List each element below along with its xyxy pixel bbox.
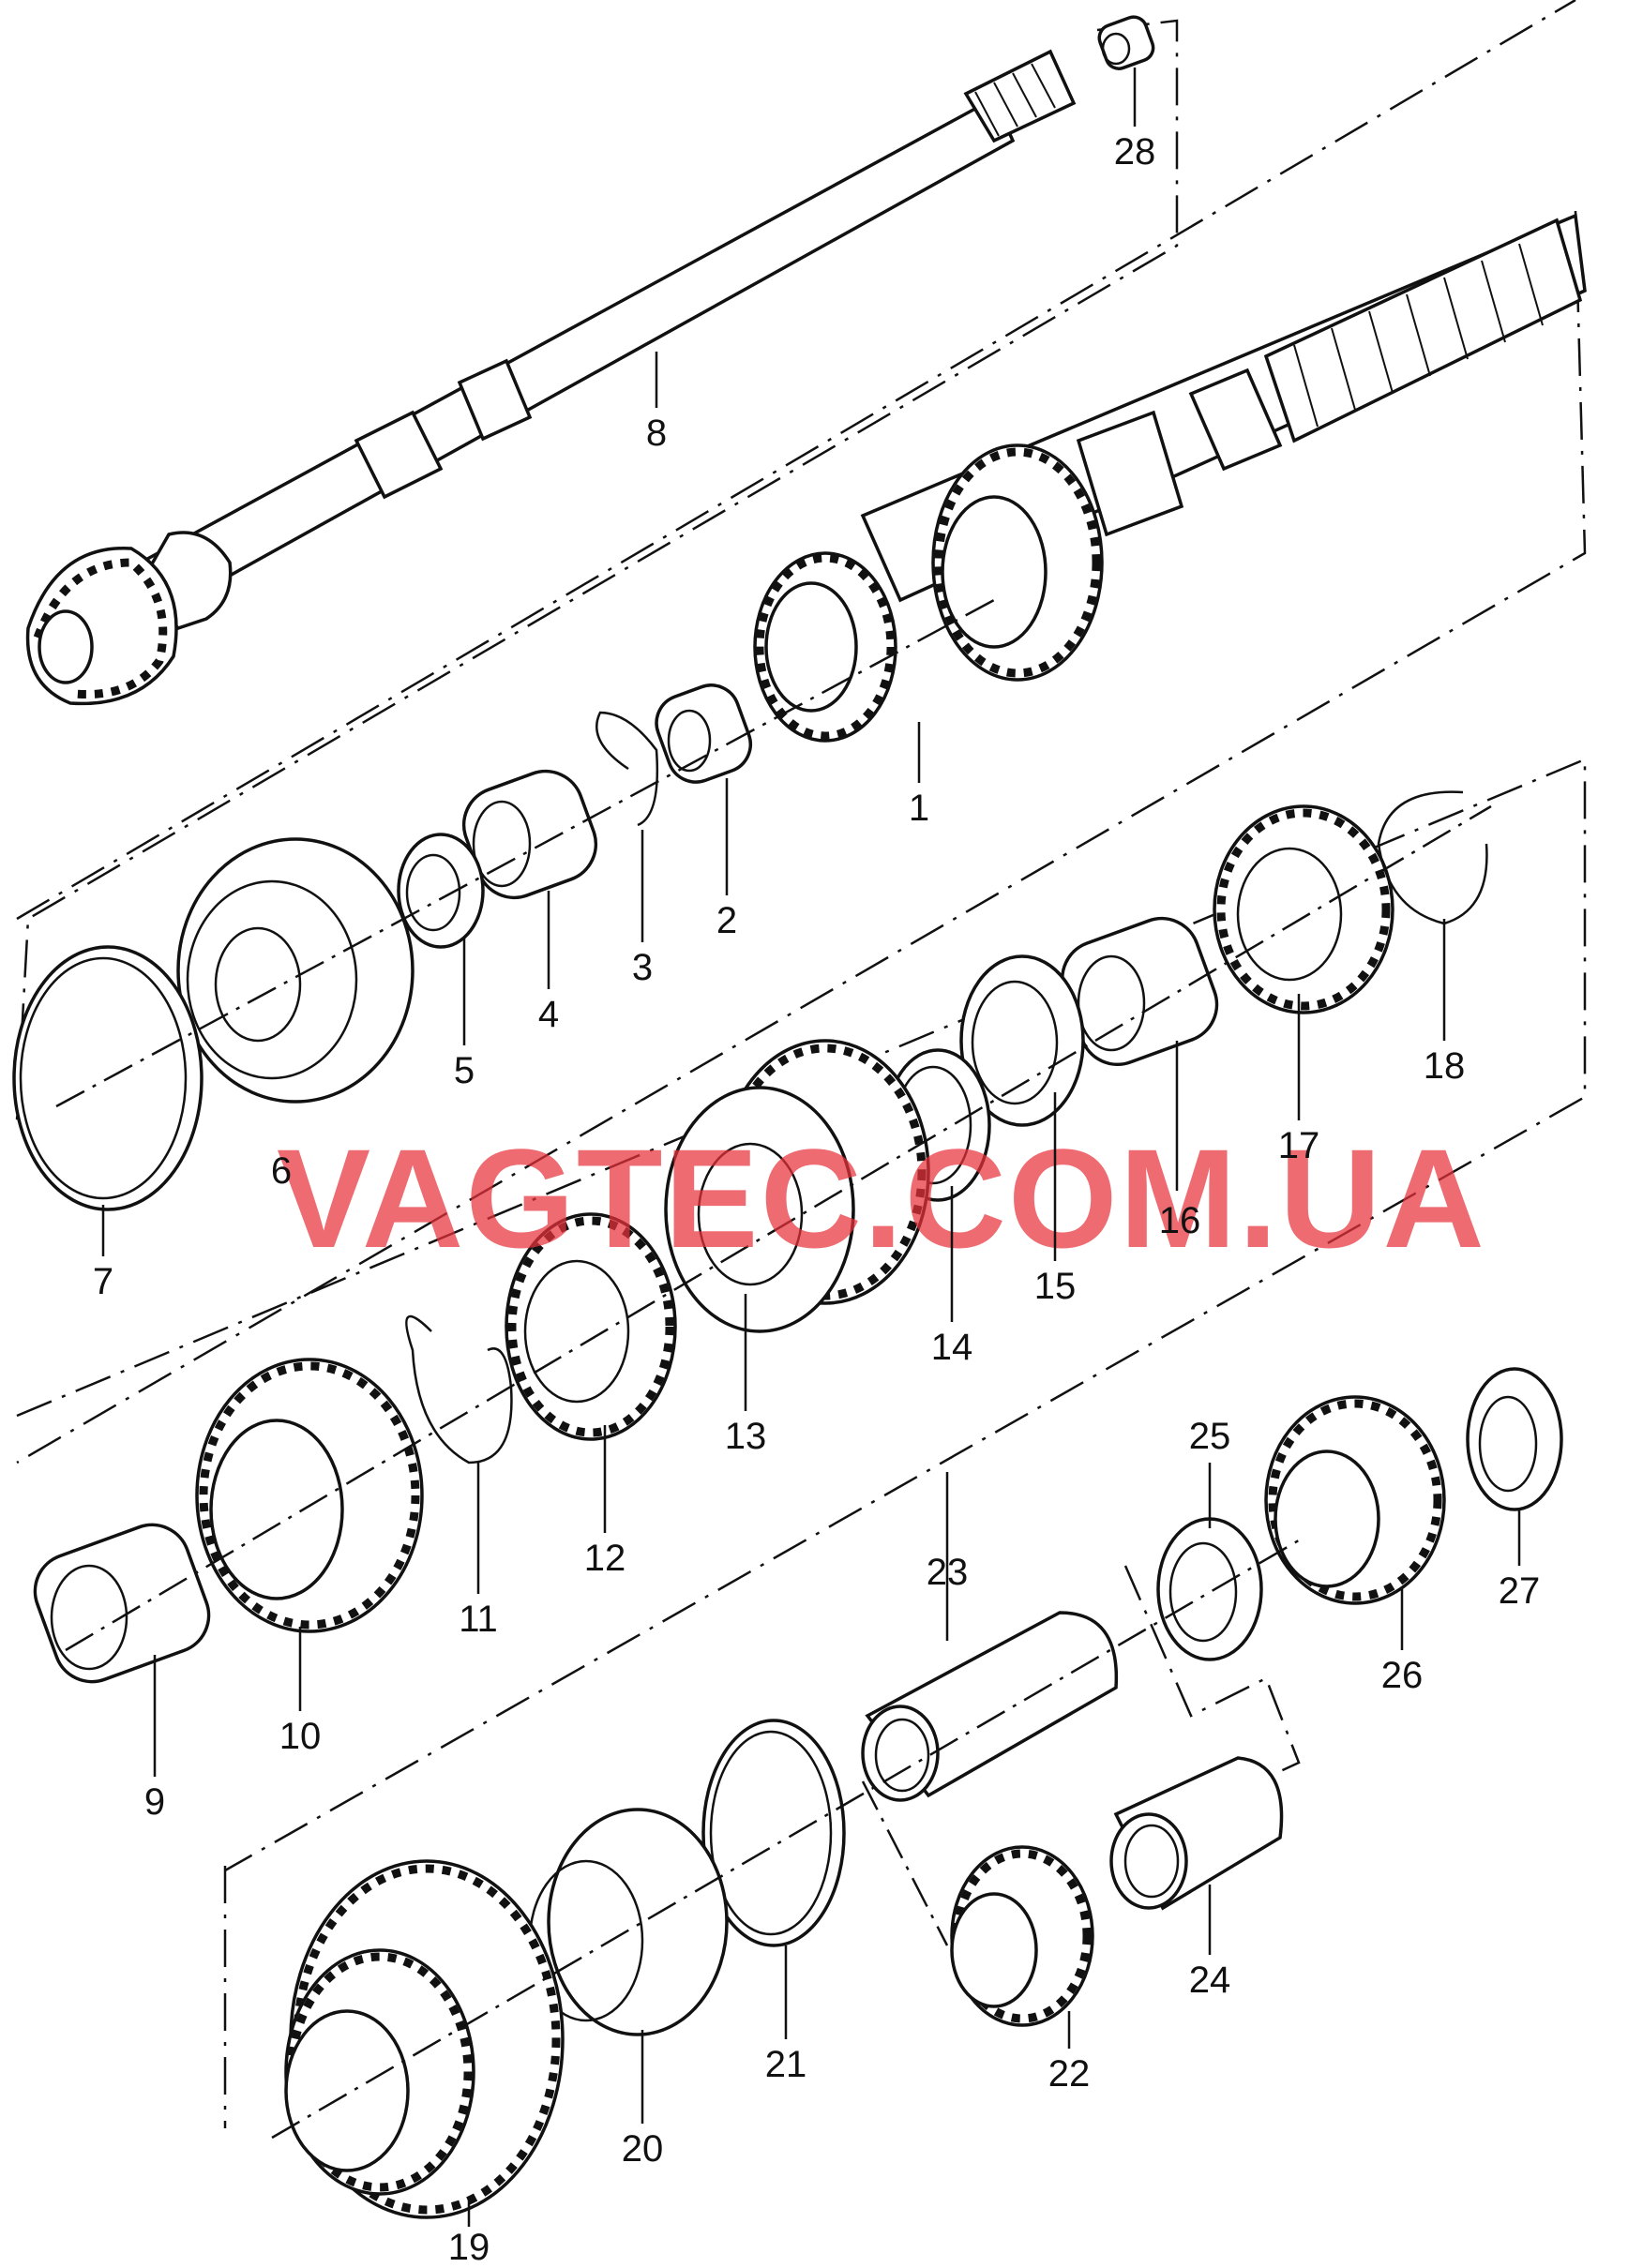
label-14: 14 <box>931 1327 973 1368</box>
label-7: 7 <box>93 1261 113 1302</box>
mainshaft-step <box>1076 410 1184 537</box>
label-16: 16 <box>1159 1200 1201 1241</box>
circlip-18 <box>1377 790 1488 925</box>
label-27: 27 <box>1499 1570 1541 1612</box>
label-12: 12 <box>584 1538 626 1579</box>
label-1: 1 <box>909 788 929 829</box>
bevel-pinion-face <box>38 609 94 684</box>
watermark-text: VAGTEC.COM.UA <box>277 1119 1486 1277</box>
label-3: 3 <box>632 947 653 988</box>
label-13: 13 <box>725 1416 767 1457</box>
label-5: 5 <box>454 1050 475 1091</box>
parts-middle-row <box>33 790 1492 1684</box>
pinion-shaft <box>25 15 1155 706</box>
label-8: 8 <box>646 413 667 454</box>
callout-labels: 1 2 3 4 5 6 7 8 9 10 11 12 13 14 15 16 1… <box>93 131 1541 2268</box>
label-28: 28 <box>1114 131 1156 173</box>
main-shaft <box>860 213 1587 682</box>
label-19: 19 <box>448 2227 490 2263</box>
axis-branch <box>861 1780 949 1946</box>
circlip-3 <box>595 711 659 827</box>
label-25: 25 <box>1189 1416 1231 1457</box>
label-23: 23 <box>927 1552 969 1593</box>
axis-upper <box>55 598 995 1108</box>
label-22: 22 <box>1048 2053 1091 2095</box>
washer-15 <box>959 954 1085 1127</box>
leader-lines <box>101 68 1521 2227</box>
ball-bearing-6 <box>176 837 415 1104</box>
ring-21 <box>701 1719 846 1947</box>
label-4: 4 <box>538 994 559 1035</box>
axis-lower <box>271 1536 1304 2140</box>
label-9: 9 <box>144 1781 165 1823</box>
frame-mainshaft-top <box>16 0 1576 921</box>
circlip-11 <box>405 1314 513 1464</box>
mainshaft-collar <box>1188 368 1283 472</box>
synchro-ring-12 <box>505 1212 677 1441</box>
lock-washer-27 <box>1466 1367 1563 1511</box>
label-20: 20 <box>622 2128 664 2170</box>
label-18: 18 <box>1424 1045 1466 1087</box>
label-11: 11 <box>459 1599 498 1640</box>
frame-mainshaft-right <box>16 210 1587 1464</box>
label-21: 21 <box>765 2044 807 2085</box>
synchro-ring-17 <box>1213 804 1394 1014</box>
label-6: 6 <box>271 1150 292 1192</box>
shaft-collar-2 <box>457 358 533 442</box>
bearing-race-20 <box>547 1808 729 2036</box>
label-10: 10 <box>279 1716 322 1757</box>
needle-bearing-2 <box>655 683 753 784</box>
parts-lower-row <box>271 1367 1563 2219</box>
shaft-spline-end <box>963 49 1077 143</box>
label-17: 17 <box>1278 1125 1320 1166</box>
frame-pinion-shaft <box>15 19 1179 1121</box>
axis-middle <box>65 804 1492 1652</box>
thrust-ring-5 <box>397 833 485 949</box>
label-15: 15 <box>1034 1266 1077 1307</box>
mainshaft-splines <box>1263 218 1583 443</box>
label-26: 26 <box>1381 1655 1424 1696</box>
washer-25 <box>1156 1517 1263 1661</box>
bevel-pinion-teeth <box>33 558 168 699</box>
shaft-collar-1 <box>354 410 444 500</box>
label-24: 24 <box>1189 1960 1231 2001</box>
label-2: 2 <box>716 900 737 941</box>
parts-upper-row <box>12 551 995 1211</box>
